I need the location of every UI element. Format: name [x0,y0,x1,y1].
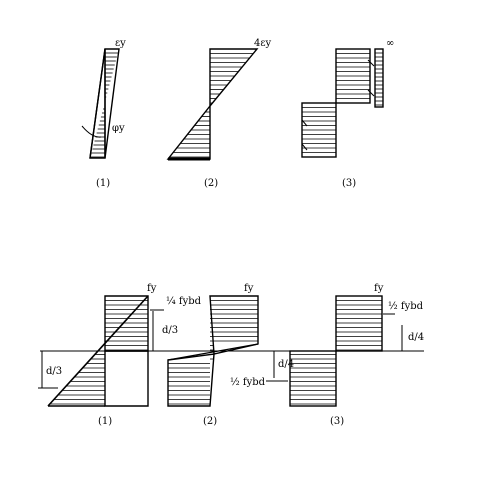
eps-y-label: εy [115,38,126,49]
caption-stress-1: (1) [98,416,112,427]
d-over-4-left: d/4 [278,359,294,370]
quarter-fybd-label: ¼ fybd [166,296,202,307]
d-over-3-upper: d/3 [162,325,178,336]
half-fybd-top-label: ½ fybd [388,301,424,312]
caption-strain-3: (3) [342,178,356,189]
half-fybd-bottom-label: ½ fybd [230,377,266,388]
fy-label-3: fy [374,283,384,294]
d-over-3-lower: d/3 [46,366,62,377]
fy-label-2: fy [244,283,254,294]
strain-diagram-2: 4εy (2) [166,38,272,189]
four-eps-y-label: 4εy [254,38,272,49]
caption-stress-3: (3) [330,416,344,427]
caption-stress-2: (2) [203,416,217,427]
caption-strain-2: (2) [204,178,218,189]
strain-diagram-1: εy φy (1) [81,38,126,189]
d-over-4-right: d/4 [408,332,424,343]
phi-y-label: φy [112,123,125,134]
caption-strain-1: (1) [96,178,110,189]
strain-diagram-3: ∞ (3) [301,38,394,189]
fy-label-1: fy [147,283,157,294]
stress-diagram-3: fy ½ fybd d/4 d/4 ½ fybd (3) [230,283,424,427]
infinity-label: ∞ [386,38,394,49]
stress-diagram-2: fy (2) [167,283,259,427]
phi-y-arrow [81,125,102,138]
stress-diagram-1: fy ¼ fybd d/3 d/3 (1) [38,283,202,427]
